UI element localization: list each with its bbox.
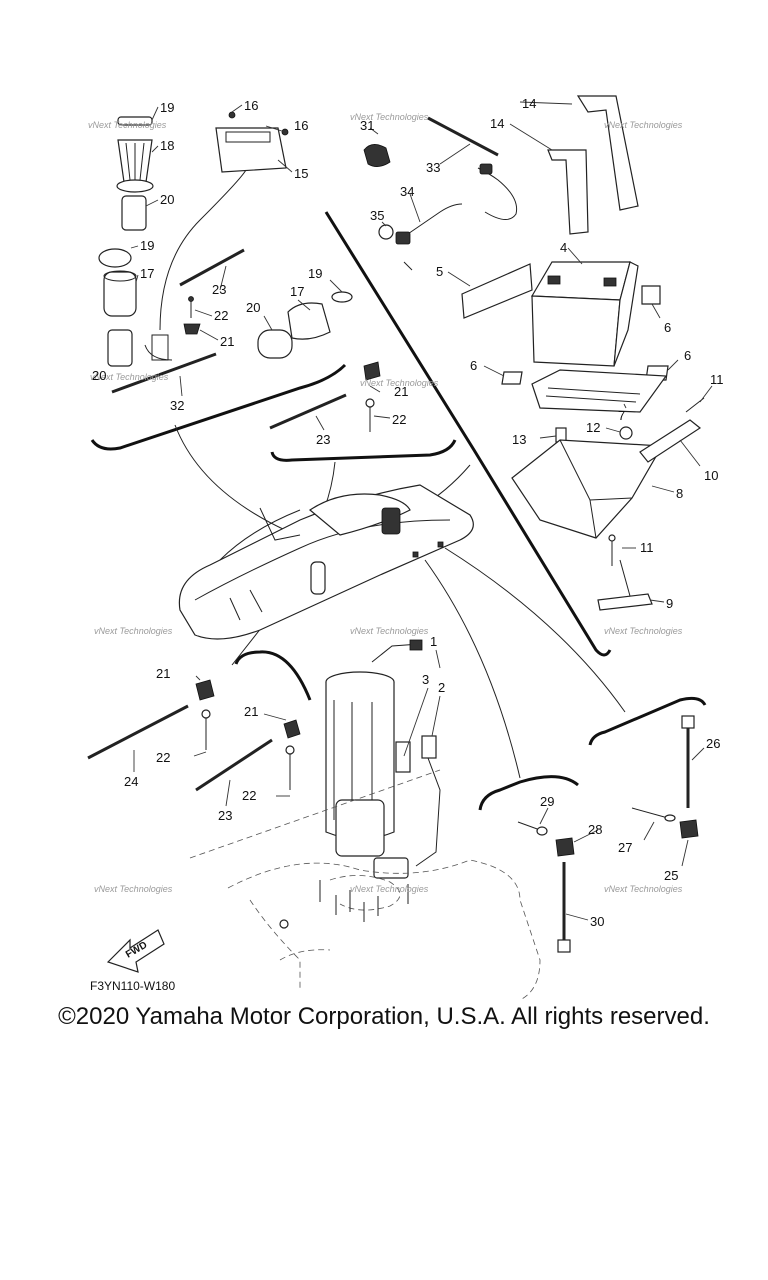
callout: 5 [436,264,443,279]
callout: 17 [140,266,154,281]
callout: 22 [242,788,256,803]
group-brackets [90,211,707,811]
callout: 16 [244,98,258,113]
callout: 6 [664,320,671,335]
upper-left-parts [98,111,353,394]
callout: 2 [438,680,445,695]
callout: 18 [160,138,174,153]
watercraft-hull [178,484,474,640]
callout: 20 [92,368,106,383]
callout: 11 [640,540,654,555]
watermark: vNext Technologies [94,884,173,894]
callout: 19 [308,266,322,281]
callout: 8 [676,486,683,501]
lower-right-parts [517,715,699,953]
callout: 31 [360,118,374,133]
callout: 21 [156,666,170,681]
callout: 13 [512,432,526,447]
callout: 20 [160,192,174,207]
callout: 16 [294,118,308,133]
callout: 24 [124,774,138,789]
callout: 9 [666,596,673,611]
drawing-code: F3YN110-W180 [90,979,175,993]
watermark: vNext Technologies [350,626,429,636]
fuel-pump-assembly [325,639,441,879]
callout: 23 [218,808,232,823]
callout: 34 [400,184,414,199]
callout: 11 [710,372,724,387]
callout: 21 [244,704,258,719]
callout: 12 [586,420,600,435]
callout: 21 [220,334,234,349]
callout: 32 [170,398,184,413]
callout: 4 [560,240,567,255]
callout: 10 [704,468,718,483]
battery-group [363,95,705,611]
callout: 19 [160,100,174,115]
callout: 29 [540,794,554,809]
callout: 14 [490,116,504,131]
callout: 20 [246,300,260,315]
callout: 23 [316,432,330,447]
callout: 28 [588,822,602,837]
fwd-arrow-icon: FWD [106,929,165,973]
callout: 3 [422,672,429,687]
callout: 23 [212,282,226,297]
callout: 27 [618,840,632,855]
callout: 1 [430,634,437,649]
callout: 21 [394,384,408,399]
watermark: vNext Technologies [360,378,439,388]
callout: 26 [706,736,720,751]
hull-floor-outline [189,769,541,1001]
mid-fastener-parts [269,361,381,432]
watermark: vNext Technologies [604,120,683,130]
lower-left-parts [87,679,301,792]
callout: 25 [664,868,678,883]
leader-lines [130,101,713,921]
callout: 7 [618,408,625,423]
callout: 19 [140,238,154,253]
callout: 6 [470,358,477,373]
watermark: vNext Technologies [350,884,429,894]
watermark: vNext Technologies [94,626,173,636]
watermarks: vNext Technologies vNext Technologies vN… [88,112,683,894]
callout: 35 [370,208,384,223]
watermark: vNext Technologies [350,112,429,122]
callouts: 19 18 20 19 17 20 16 16 15 23 22 21 17 1… [92,96,724,929]
watermark: vNext Technologies [88,120,167,130]
callout: 14 [522,96,536,111]
callout: 22 [392,412,406,427]
callout: 22 [214,308,228,323]
callout: 30 [590,914,604,929]
watermark: vNext Technologies [604,626,683,636]
callout: 17 [290,284,304,299]
callout: 22 [156,750,170,765]
callout: 6 [684,348,691,363]
copyright-notice: ©2020 Yamaha Motor Corporation, U.S.A. A… [58,1003,710,1030]
callout: 15 [294,166,308,181]
watermark: vNext Technologies [604,884,683,894]
parts-diagram: FWD F3YN110-W180 vNext Technologies vNex… [87,95,724,1001]
watermark: vNext Technologies [90,372,169,382]
callout: 33 [426,160,440,175]
